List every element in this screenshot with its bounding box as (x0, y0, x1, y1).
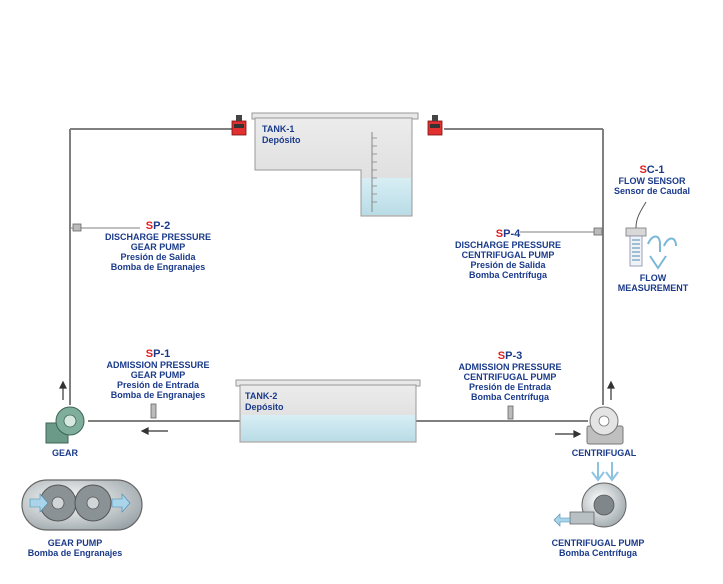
tank-2-sub: Depósito (245, 402, 284, 412)
sp4-line4: Bomba Centrífuga (468, 270, 547, 280)
sp2-line3: Presión de Salida (120, 252, 196, 262)
tank-1-scale-ticks (372, 137, 377, 203)
flow-sensor-icon (625, 201, 677, 270)
centrifugal-pump-sub: Bomba Centrífuga (558, 548, 637, 558)
sensor-sp3-icon (507, 405, 514, 420)
gear-label-text: GEAR (51, 448, 78, 458)
valve-right-icon (427, 115, 443, 136)
sp4-line2: CENTRIFUGAL PUMP (461, 250, 555, 260)
gear-pump-label: GEAR PUMP Bomba de Engranajes (10, 538, 140, 558)
sp4-code: SP-4 (495, 228, 521, 240)
sp3-label: SP-3 ADMISSION PRESSURE CENTRIFUGAL PUMP… (448, 350, 572, 402)
valve-left-icon (231, 115, 247, 136)
centrifugal-pump-label: CENTRIFUGAL PUMP Bomba Centrífuga (538, 538, 658, 558)
sp3-line3: Presión de Entrada (468, 382, 552, 392)
tank-1-name: TANK-1 (262, 124, 295, 134)
sp1-line1: ADMISSION PRESSURE (106, 360, 210, 370)
gear-pump-sub: Bomba de Engranajes (27, 548, 123, 558)
sc1-line2: Sensor de Caudal (613, 186, 691, 196)
sp4-line3: Presión de Salida (470, 260, 546, 270)
arrow-up-left-icon (59, 380, 67, 400)
flow-line1: FLOW (639, 273, 667, 283)
arrow-up-right-icon (607, 380, 615, 400)
gear-pump-detail-icon (21, 479, 143, 531)
gear-label: GEAR (40, 448, 90, 458)
sp3-code: SP-3 (497, 350, 523, 362)
sp2-label: SP-2 DISCHARGE PRESSURE GEAR PUMP Presió… (96, 220, 220, 272)
sc1-label: SC-1 FLOW SENSOR Sensor de Caudal (604, 164, 700, 196)
arrow-left-icon (140, 427, 168, 435)
sp2-line2: GEAR PUMP (130, 242, 186, 252)
tank-2 (235, 379, 421, 443)
sc1-line1: FLOW SENSOR (618, 176, 686, 186)
sp4-line1: DISCHARGE PRESSURE (454, 240, 562, 250)
sp1-line3: Presión de Entrada (116, 380, 200, 390)
centrifugal-label-text: CENTRIFUGAL (571, 448, 637, 458)
centrifugal-pump-detail-icon (553, 462, 627, 528)
sp2-line4: Bomba de Engranajes (110, 262, 206, 272)
flow-arrows (59, 380, 615, 438)
arrow-right-icon (555, 430, 582, 438)
sp2-line1: DISCHARGE PRESSURE (104, 232, 212, 242)
tank-2-name: TANK-2 (245, 391, 278, 401)
sp2-code: SP-2 (145, 220, 171, 232)
centrifugal-pump-symbol-icon (586, 406, 624, 445)
centrifugal-pump-title: CENTRIFUGAL PUMP (551, 538, 645, 548)
flow-measurement-label: FLOW MEASUREMENT (608, 273, 698, 293)
pipes (69, 128, 604, 422)
sp1-line4: Bomba de Engranajes (110, 390, 206, 400)
tank-1 (251, 112, 419, 217)
sp1-label: SP-1 ADMISSION PRESSURE GEAR PUMP Presió… (96, 348, 220, 400)
tank-1-sub: Depósito (262, 135, 301, 145)
gear-pump-symbol-icon (45, 406, 85, 444)
tank-1-label: TANK-1 Depósito (262, 124, 301, 146)
sp3-line1: ADMISSION PRESSURE (458, 362, 562, 372)
gear-pump-title: GEAR PUMP (47, 538, 103, 548)
sp3-line2: CENTRIFUGAL PUMP (463, 372, 557, 382)
centrifugal-label: CENTRIFUGAL (564, 448, 644, 458)
sc1-code: SC-1 (639, 164, 665, 176)
sensor-sp1-icon (150, 403, 157, 419)
sp1-line2: GEAR PUMP (130, 370, 186, 380)
tank-2-label: TANK-2 Depósito (245, 391, 284, 413)
sensor-sp2-icon (72, 223, 82, 232)
sensor-sp4-icon (593, 227, 603, 236)
sp4-label: SP-4 DISCHARGE PRESSURE CENTRIFUGAL PUMP… (446, 228, 570, 280)
sp3-line4: Bomba Centrífuga (470, 392, 549, 402)
flow-line2: MEASUREMENT (617, 283, 689, 293)
sp1-code: SP-1 (145, 348, 171, 360)
